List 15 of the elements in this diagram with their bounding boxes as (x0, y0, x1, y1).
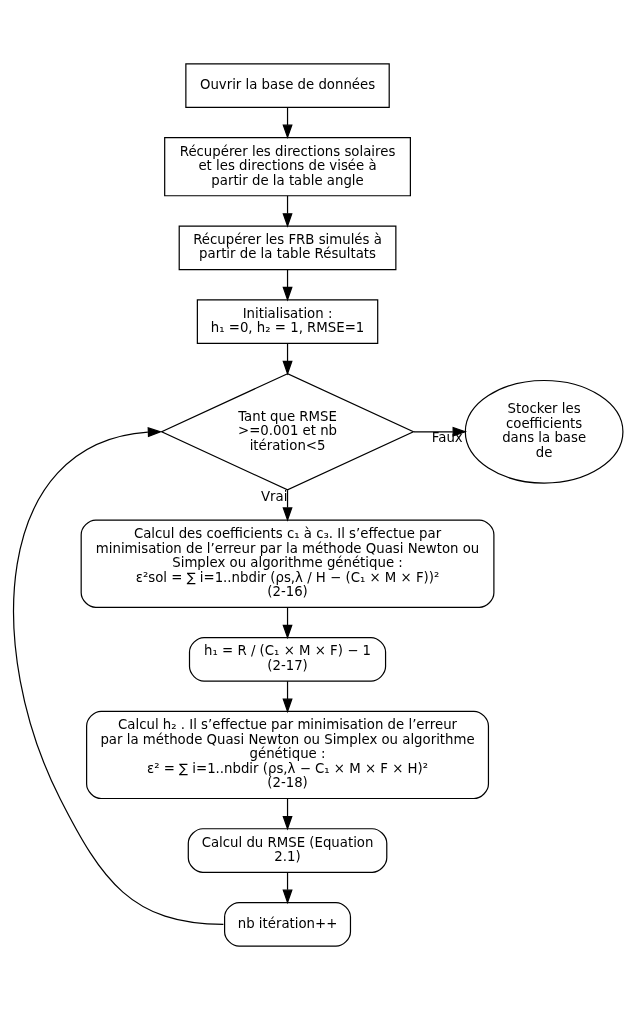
node-box: nb itération++ (224, 902, 352, 947)
node-box: Calcul h₂ . Il s’effectue par minimisation de l’erreur par la méthode Quasi Newton ou Simplex ou algorithme génétique : ε² = ∑ i=1..nbdir (ρs,λ − C₁ × M × F × H)² (2-18) (86, 710, 490, 800)
node-box: Récupérer les directions solaires et les directions de visée à partir de la table angle (164, 137, 411, 197)
node-box: Initialisation : h₁ =0, h₂ = 1, RMSE=1 (196, 299, 379, 345)
node-box: Ouvrir la base de données (185, 63, 390, 108)
node-box: Récupérer les FRB simulés à partir de la table Résultats (178, 225, 397, 271)
arrow (13, 427, 224, 925)
node-box: Calcul des coefficients c₁ à c₃. Il s’effectue par minimisation de l’erreur par la méthode Quasi Newton ou Simplex ou algorithme génétique : ε²sol = ∑ i=1..nbdir (ρs,λ / H − (C₁ × M × F))² (2-16) (80, 519, 495, 608)
edge-label: Vrai (261, 489, 288, 505)
node-box: h₁ = R / (C₁ × M × F) − 1 (2-17) (188, 636, 387, 682)
arrow (413, 426, 468, 437)
edge-label: Faux (431, 430, 463, 446)
node-box: Calcul du RMSE (Equation 2.1) (187, 828, 388, 873)
node-diamond: Tant que RMSE >=0.001 et nb itération<5 (160, 373, 415, 491)
node-ellipse: Stocker les coefficients dans la base de (464, 379, 624, 484)
